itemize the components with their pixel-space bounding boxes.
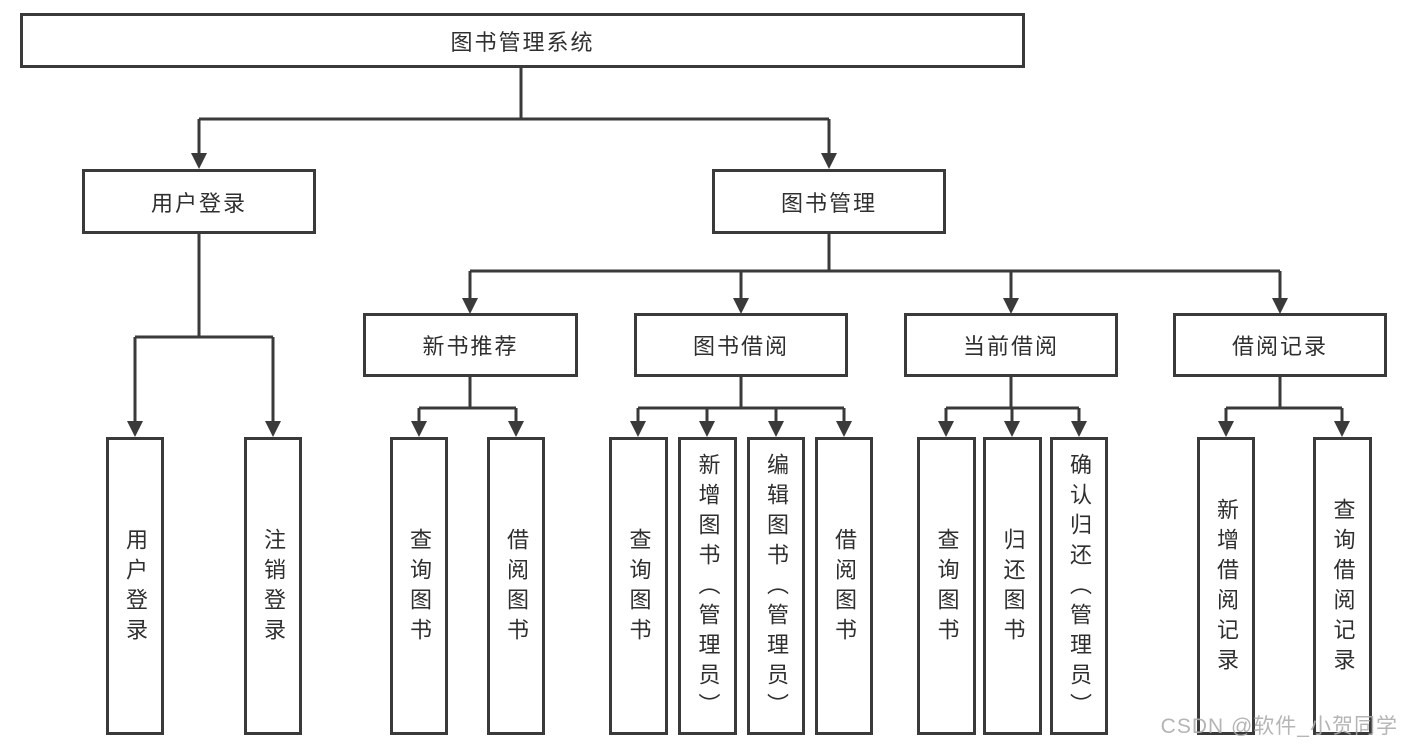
leaf-return-books: 归还图书 bbox=[983, 437, 1042, 735]
leaf-borrow-books: 借阅图书 bbox=[487, 437, 545, 735]
leaf-borrow-books-2: 借阅图书 bbox=[815, 437, 873, 735]
leaf-query-borrow-record: 查询借阅记录 bbox=[1313, 437, 1372, 735]
node-new-book-recommend: 新书推荐 bbox=[363, 313, 578, 377]
node-book-borrowing: 图书借阅 bbox=[634, 313, 848, 377]
leaf-confirm-return-admin: 确认归还（管理员） bbox=[1050, 437, 1108, 735]
node-book-management: 图书管理 bbox=[712, 169, 946, 234]
node-current-borrowing: 当前借阅 bbox=[904, 313, 1118, 377]
leaf-add-borrow-record: 新增借阅记录 bbox=[1197, 437, 1255, 735]
node-user-login: 用户登录 bbox=[82, 169, 316, 234]
leaf-query-books-3: 查询图书 bbox=[917, 437, 976, 735]
node-borrow-records: 借阅记录 bbox=[1173, 313, 1387, 377]
leaf-query-books-2: 查询图书 bbox=[609, 437, 668, 735]
leaf-logout: 注销登录 bbox=[244, 437, 302, 735]
node-system-root: 图书管理系统 bbox=[20, 13, 1025, 68]
leaf-query-books: 查询图书 bbox=[390, 437, 448, 735]
leaf-add-book-admin: 新增图书（管理员） bbox=[678, 437, 737, 735]
csdn-watermark: CSDN @软件_小贺同学 bbox=[1160, 715, 1398, 738]
leaf-edit-book-admin: 编辑图书（管理员） bbox=[747, 437, 805, 735]
leaf-user-login: 用户登录 bbox=[106, 437, 164, 735]
